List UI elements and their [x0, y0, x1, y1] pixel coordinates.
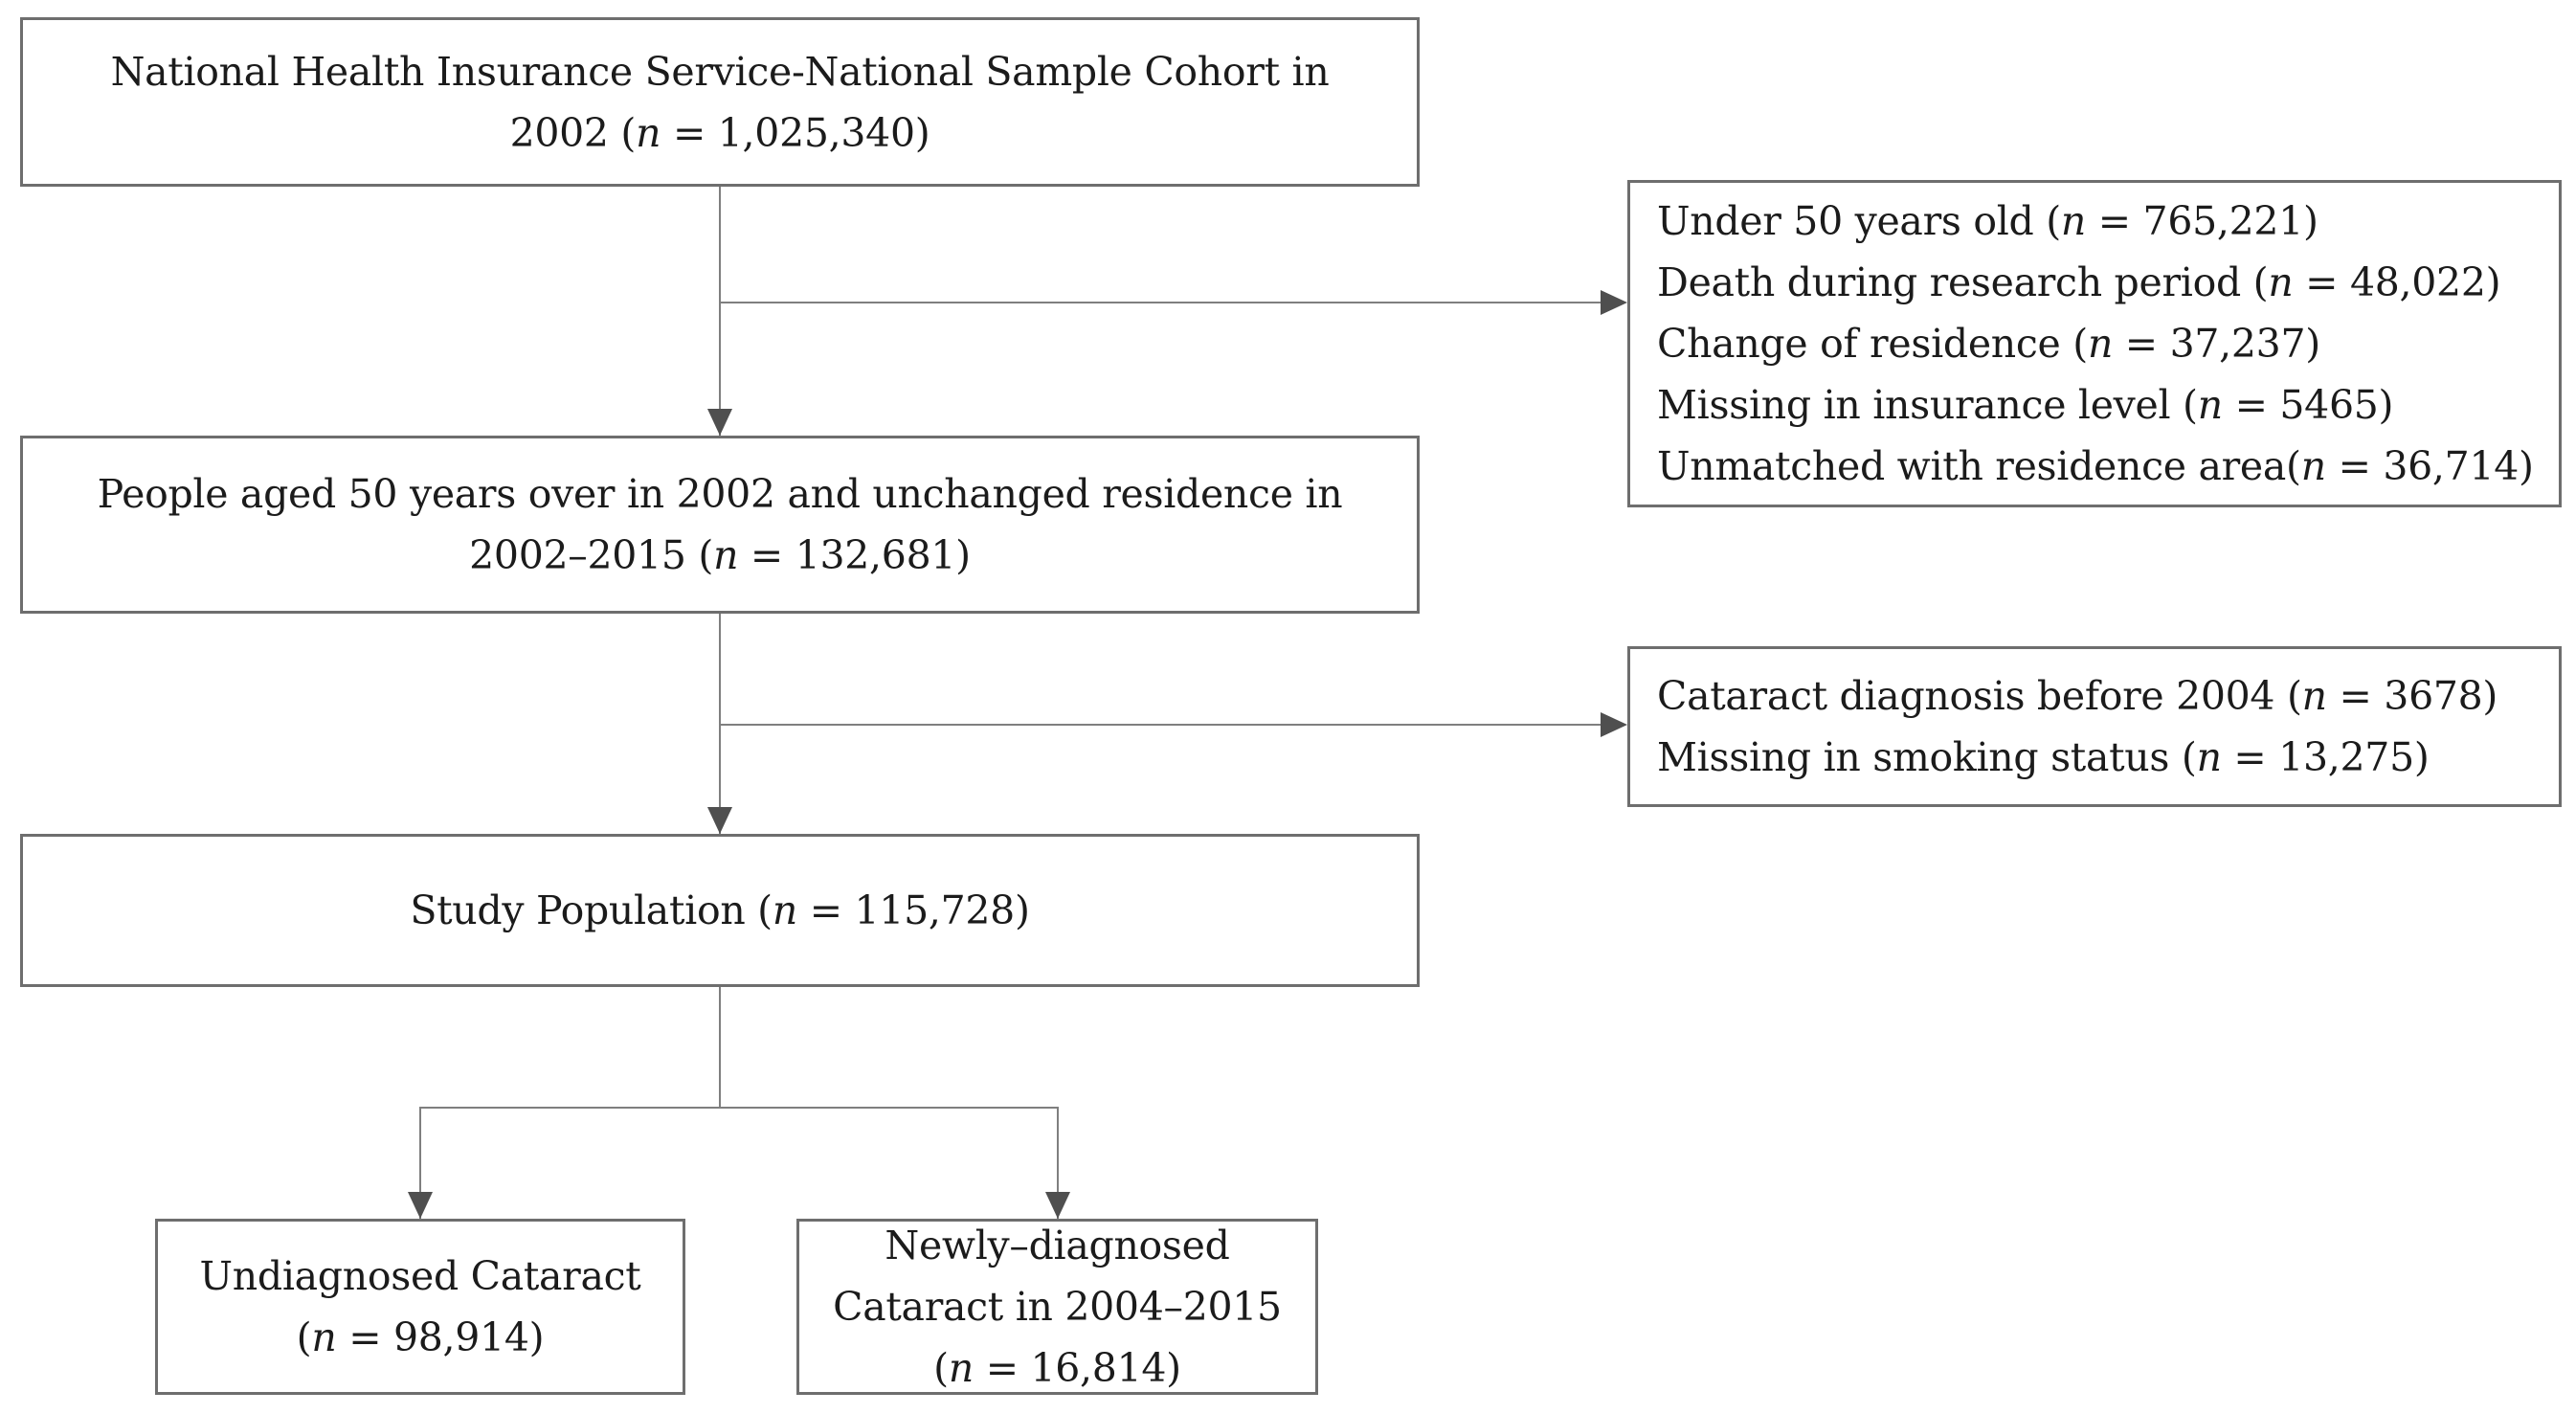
aged50-box-line-2: 2002–2015 (n = 132,681): [469, 532, 971, 578]
study-population-box-line-1: Study Population (n = 115,728): [410, 887, 1030, 933]
newly-diagnosed-cataract-box: Newly–diagnosed Cataract in 2004–2015 (n…: [796, 1219, 1318, 1395]
arrow-down-icon: [707, 409, 732, 436]
connector-to-exclusion-2: [720, 724, 1602, 726]
arrow-right-icon: [1601, 290, 1627, 315]
exclusion2-line-1: Cataract diagnosis before 2004 (n = 3678…: [1657, 673, 2498, 719]
aged50-box: People aged 50 years over in 2002 and un…: [20, 436, 1420, 614]
exclusion2-line-2: Missing in smoking status (n = 13,275): [1657, 734, 2430, 780]
exclusion-box-1: Under 50 years old (n = 765,221) Death d…: [1627, 180, 2562, 507]
connector-branch-right: [1057, 1107, 1059, 1219]
exclusion1-line-1: Under 50 years old (n = 765,221): [1657, 198, 2318, 244]
exclusion1-line-4: Missing in insurance level (n = 5465): [1657, 382, 2394, 428]
newly-diagnosed-line-2: Cataract in 2004–2015: [833, 1284, 1282, 1330]
undiagnosed-line-1: Undiagnosed Cataract: [199, 1253, 641, 1299]
arrow-down-icon: [1045, 1192, 1070, 1219]
undiagnosed-cataract-box: Undiagnosed Cataract (n = 98,914): [155, 1219, 685, 1395]
newly-diagnosed-line-3: (n = 16,814): [933, 1345, 1181, 1391]
connector-branch-left: [419, 1107, 421, 1219]
connector-branch: [419, 1107, 1059, 1109]
connector-study-stem: [719, 987, 721, 1108]
connector-cohort-to-aged50: [719, 187, 721, 436]
newly-diagnosed-line-1: Newly–diagnosed: [885, 1223, 1230, 1268]
undiagnosed-line-2: (n = 98,914): [296, 1314, 545, 1360]
cohort-box-line-1: National Health Insurance Service-Nation…: [110, 48, 1330, 95]
cohort-box-line-2: 2002 (n = 1,025,340): [509, 109, 930, 156]
aged50-box-line-1: People aged 50 years over in 2002 and un…: [97, 471, 1343, 517]
exclusion1-line-2: Death during research period (n = 48,022…: [1657, 259, 2501, 305]
exclusion1-line-3: Change of residence (n = 37,237): [1657, 321, 2320, 367]
arrow-down-icon: [408, 1192, 433, 1219]
connector-to-exclusion-1: [720, 302, 1602, 303]
arrow-right-icon: [1601, 712, 1627, 737]
exclusion-box-2: Cataract diagnosis before 2004 (n = 3678…: [1627, 646, 2562, 807]
arrow-down-icon: [707, 807, 732, 834]
study-population-box: Study Population (n = 115,728): [20, 834, 1420, 987]
cohort-box: National Health Insurance Service-Nation…: [20, 17, 1420, 187]
exclusion1-line-5: Unmatched with residence area(n = 36,714…: [1657, 443, 2534, 489]
